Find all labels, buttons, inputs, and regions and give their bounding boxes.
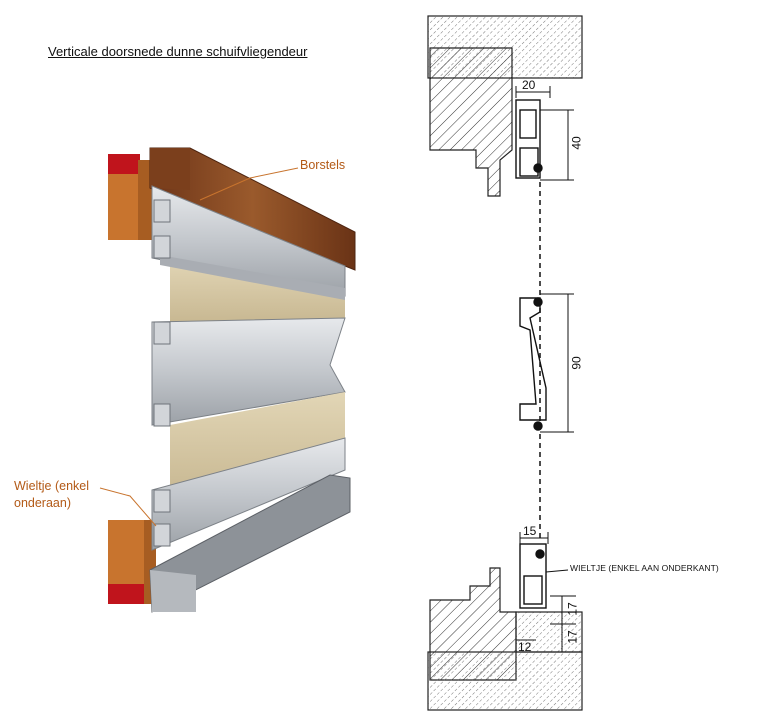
middle-dimension-lines	[540, 293, 574, 433]
wheel-leader-line	[545, 569, 569, 573]
wheel-label-line2: onderaan)	[14, 496, 71, 510]
dim-top-width: 20	[522, 78, 536, 92]
middle-profile	[151, 317, 346, 426]
bottom-profile	[151, 437, 346, 551]
brushes-leader	[199, 167, 299, 201]
profile-clips	[153, 199, 171, 547]
top-guide-profile	[515, 99, 543, 179]
top-dimension-lines	[515, 86, 574, 181]
dim-middle-height: 90	[569, 356, 584, 370]
dim-bottom-width: 15	[523, 524, 537, 538]
wheel-label: Wieltje (enkel onderaan)	[14, 478, 104, 512]
frame-top-left	[108, 154, 154, 240]
dim-bottom-h2: 17	[565, 630, 580, 644]
brushes-label: Borstels	[300, 158, 346, 172]
wheel-leader	[99, 487, 157, 527]
dim-bottom-h1: 17	[565, 602, 580, 616]
lower-panel	[170, 392, 345, 495]
wheel-label-line1: Wieltje (enkel	[14, 479, 90, 493]
page-title: Verticale doorsnede dunne schuifvliegend…	[48, 44, 308, 59]
bottom-sill	[427, 567, 583, 711]
wheel-note: WIELTJE (ENKEL AAN ONDERKANT)	[570, 563, 719, 573]
dim-top-height: 40	[569, 136, 584, 150]
dim-bottom-gap: 12	[518, 640, 532, 654]
middle-profile-section	[519, 297, 547, 431]
top-lintel	[427, 15, 583, 197]
bottom-guide-profile	[519, 543, 547, 609]
